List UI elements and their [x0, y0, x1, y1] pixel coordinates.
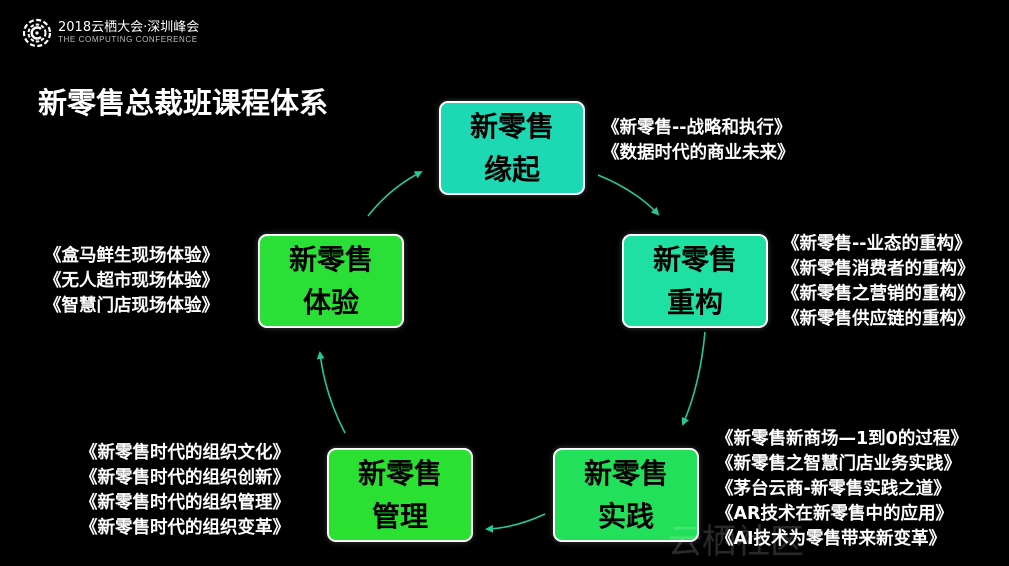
brand-subtitle: THE COMPUTING CONFERENCE — [58, 34, 198, 44]
stage-label-line1: 新零售 — [288, 242, 373, 276]
stage-label-line2: 管理 — [371, 500, 428, 533]
stage-box-management: 新零售 管理 — [327, 448, 473, 542]
stage-label-line1: 新零售 — [583, 456, 668, 490]
arrow-management-to-experience — [316, 351, 346, 434]
stage-label-line2: 重构 — [666, 286, 723, 319]
course-item: 《新零售时代的组织文化》 — [80, 443, 290, 463]
course-item: 《新零售--战略和执行》 — [602, 118, 792, 138]
course-item: 《新零售--业态的重构》 — [782, 234, 972, 254]
arrow-restructure-to-practice — [681, 331, 706, 426]
stage-label-line1: 新零售 — [652, 242, 737, 276]
cloud-conference-logo-icon — [22, 18, 52, 48]
course-item: 《茅台云商-新零售实践之道》 — [716, 479, 951, 499]
page-title: 新零售总裁班课程体系 — [38, 86, 329, 120]
course-item: 《AI技术为零售带来新变革》 — [716, 529, 947, 549]
stage-label-line2: 实践 — [597, 500, 654, 533]
stage-box-practice: 新零售 实践 — [553, 448, 699, 542]
course-item: 《新零售之营销的重构》 — [782, 284, 975, 304]
course-item: 《智慧门店现场体验》 — [44, 296, 219, 316]
course-item: 《新零售新商场—1到0的过程》 — [716, 429, 968, 449]
stage-label-line1: 新零售 — [469, 109, 554, 143]
course-item: 《新零售时代的组织创新》 — [80, 468, 290, 488]
stage-box-origin: 新零售 缘起 — [439, 101, 585, 195]
course-item: 《无人超市现场体验》 — [44, 271, 219, 291]
stage-label-line2: 体验 — [302, 286, 359, 319]
course-item: 《新零售消费者的重构》 — [782, 259, 975, 279]
course-item: 《新零售之智慧门店业务实践》 — [716, 454, 961, 474]
course-list-management: 《新零售时代的组织文化》 《新零售时代的组织创新》 《新零售时代的组织管理》 《… — [80, 441, 290, 541]
course-item: 《盒马鲜生现场体验》 — [44, 246, 219, 266]
stage-box-restructure: 新零售 重构 — [622, 234, 768, 328]
stage-label-line1: 新零售 — [357, 456, 442, 490]
course-item: 《新零售时代的组织变革》 — [80, 518, 290, 538]
arrow-origin-to-restructure — [597, 174, 660, 216]
course-list-restructure: 《新零售--业态的重构》 《新零售消费者的重构》 《新零售之营销的重构》 《新零… — [782, 232, 975, 332]
stage-box-experience: 新零售 体验 — [258, 234, 404, 328]
stage-label-line2: 缘起 — [483, 153, 540, 186]
course-item: 《AR技术在新零售中的应用》 — [716, 504, 954, 524]
brand-header: 2018云栖大会·深圳峰会 THE COMPUTING CONFERENCE — [22, 18, 199, 48]
course-item: 《新零售供应链的重构》 — [782, 309, 975, 329]
arrow-experience-to-origin — [367, 171, 423, 217]
watermark: 云栖社区 — [668, 522, 804, 562]
arrow-practice-to-management — [485, 513, 546, 533]
brand-title: 2018云栖大会·深圳峰会 — [58, 20, 200, 36]
course-list-origin: 《新零售--战略和执行》 《数据时代的商业未来》 — [602, 116, 795, 166]
course-item: 《数据时代的商业未来》 — [602, 143, 795, 163]
course-list-experience: 《盒马鲜生现场体验》 《无人超市现场体验》 《智慧门店现场体验》 — [44, 244, 219, 319]
course-list-practice: 《新零售新商场—1到0的过程》 《新零售之智慧门店业务实践》 《茅台云商-新零售… — [716, 427, 968, 552]
course-item: 《新零售时代的组织管理》 — [80, 493, 290, 513]
